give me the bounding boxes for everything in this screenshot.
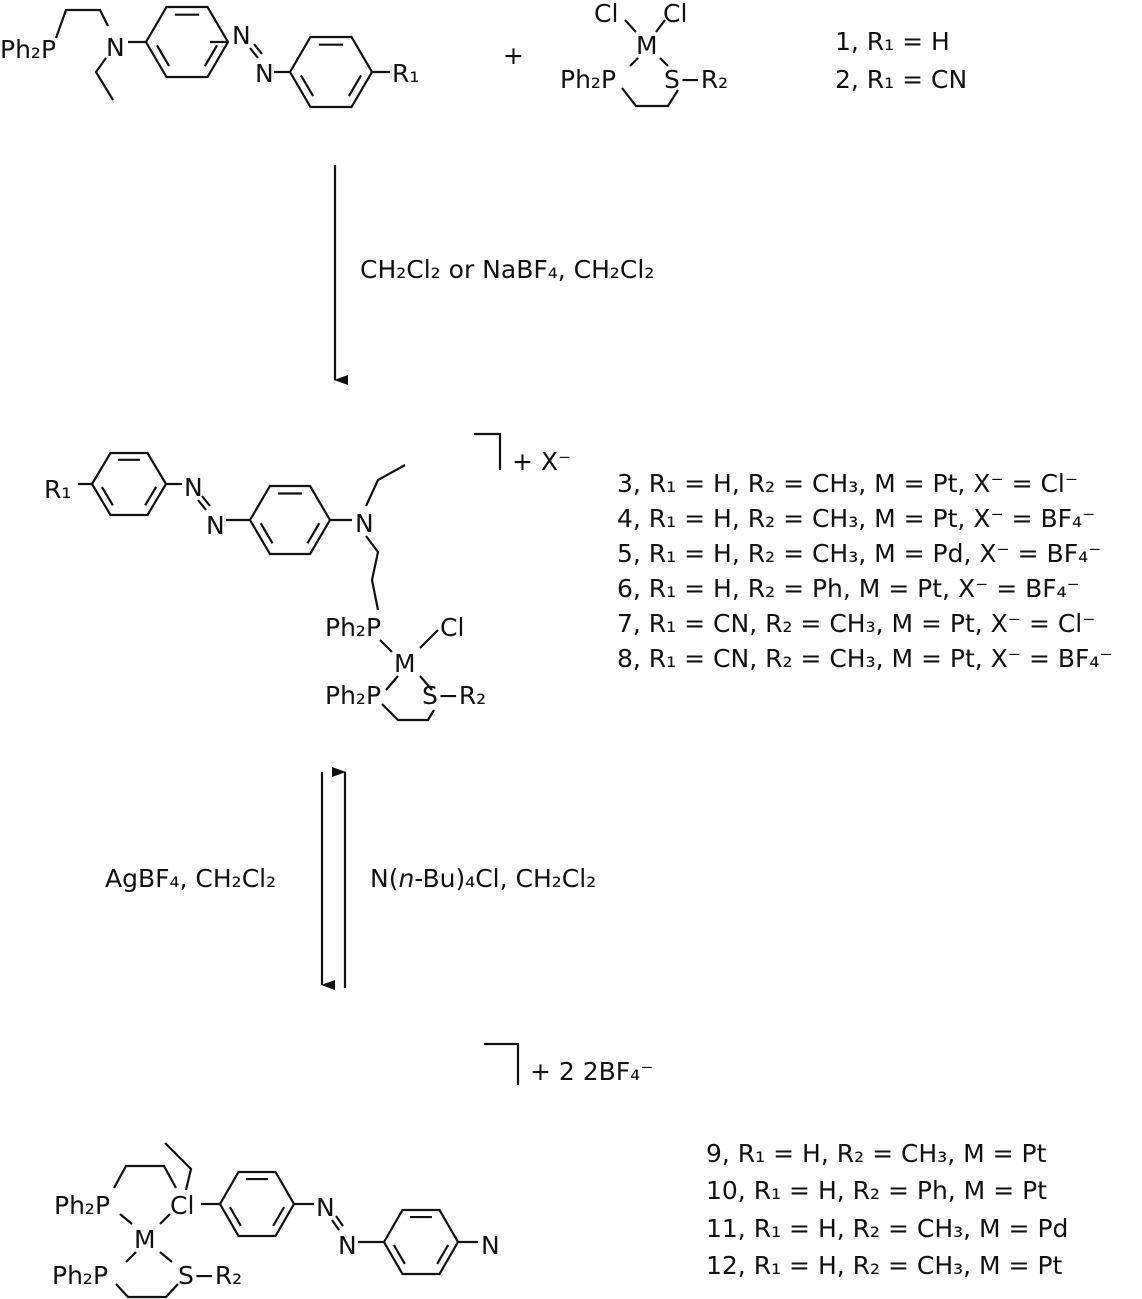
cl-left-label: Cl <box>594 0 618 28</box>
ph2p-top-label: Ph₂P <box>325 613 381 642</box>
starting-compound-list: 1, R₁ = H 2, R₁ = CN <box>835 27 967 94</box>
double-bond <box>436 1244 450 1265</box>
ph2p-bottom-label: Ph₂P <box>325 681 381 710</box>
double-bond <box>144 486 158 506</box>
reverse-conditions: N(n-Bu)₄Cl, CH₂Cl₂ <box>370 864 596 893</box>
benzene-ring <box>144 5 230 79</box>
cl-label: Cl <box>440 613 464 642</box>
amine-n-label: N <box>355 509 374 538</box>
r1-label: R₁ <box>44 475 71 504</box>
double-bond <box>347 74 363 97</box>
double-bond <box>100 486 114 506</box>
benzene-ring <box>288 35 374 109</box>
counterion-label: + X⁻ <box>512 447 571 476</box>
metal-label: M <box>394 649 416 678</box>
azo-n1-label: N <box>232 21 251 50</box>
cl-right-label: Cl <box>663 0 687 28</box>
reactant-metal-complex: Cl Cl M Ph₂P S−R₂ <box>560 0 728 108</box>
r1-label: R₁ <box>392 59 419 88</box>
compound-5-label: 5, R₁ = H, R₂ = CH₃, M = Pd, X⁻ = BF₄⁻ <box>617 539 1101 568</box>
compound-3-label: 3, R₁ = H, R₂ = CH₃, M = Pt, X⁻ = Cl⁻ <box>617 469 1078 498</box>
double-bond <box>272 1206 286 1227</box>
double-bond <box>259 522 274 544</box>
forward-conditions: AgBF₄, CH₂Cl₂ <box>105 864 276 893</box>
compound-8-label: 8, R₁ = CN, R₂ = CH₃, M = Pt, X⁻ = BF₄⁻ <box>617 644 1113 673</box>
plus-sign: + <box>503 41 524 70</box>
compound-9-label: 9, R₁ = H, R₂ = CH₃, M = Pt <box>706 1139 1047 1168</box>
double-bond <box>155 44 171 67</box>
s-r2-label: S−R₂ <box>664 65 728 94</box>
s-r2-label: S−R₂ <box>178 1261 242 1290</box>
charge-bracket <box>474 432 502 470</box>
benzene-ring <box>218 1170 296 1238</box>
compound-11-label: 11, R₁ = H, R₂ = CH₃, M = Pd <box>706 1214 1068 1243</box>
azo-n2-label: N <box>255 59 274 88</box>
double-bond <box>392 1244 406 1265</box>
ph2p-label: Ph₂P <box>560 65 616 94</box>
metal-label: M <box>134 1225 156 1254</box>
reverse-conditions-italic: n <box>398 864 414 893</box>
compound-10-label: 10, R₁ = H, R₂ = Ph, M = Pt <box>706 1176 1047 1205</box>
azo-n2-label: N <box>338 1231 357 1260</box>
charge-bracket <box>484 1042 520 1085</box>
double-bond <box>299 74 315 97</box>
reactant-ligand: Ph₂P N N N R₁ <box>0 8 419 101</box>
product2-compound-list: 9, R₁ = H, R₂ = CH₃, M = Pt 10, R₁ = H, … <box>706 1139 1068 1280</box>
benzene-ring <box>90 451 168 517</box>
double-bond <box>203 44 219 67</box>
compound-4-label: 4, R₁ = H, R₂ = CH₃, M = Pt, X⁻ = BF₄⁻ <box>617 504 1095 533</box>
azo-n1-label: N <box>184 473 203 502</box>
s-r2-label: S−R₂ <box>422 681 486 710</box>
azo-n2-label: N <box>206 511 225 540</box>
reverse-conditions-suffix: -Bu)₄Cl, CH₂Cl₂ <box>414 864 596 893</box>
ph2p-top-label: Ph₂P <box>54 1191 110 1220</box>
product-complex-2: + 2 2BF₄⁻ Ph₂P Cl M Ph₂P S−R₂ N N N <box>52 1042 653 1299</box>
counterion-label: + 2 2BF₄⁻ <box>530 1057 653 1086</box>
product-complex-1: R₁ N N N Ph₂P Cl M Ph₂P S−R₂ + X⁻ <box>44 432 571 722</box>
amine-n-label: N <box>106 33 125 62</box>
double-bond <box>306 522 321 544</box>
benzene-ring <box>382 1208 460 1276</box>
compound-12-label: 12, R₁ = H, R₂ = CH₃, M = Pt <box>706 1251 1063 1280</box>
metal-label: M <box>636 31 658 60</box>
step1-conditions: CH₂Cl₂ or NaBF₄, CH₂Cl₂ <box>360 255 654 284</box>
benzene-ring <box>248 484 332 556</box>
ph2p-bottom-label: Ph₂P <box>52 1261 108 1290</box>
compound-1-label: 1, R₁ = H <box>835 27 950 56</box>
ph2p-label: Ph₂P <box>0 35 56 64</box>
azo-n1-label: N <box>316 1193 335 1222</box>
reverse-conditions-prefix: N( <box>370 864 398 893</box>
product1-compound-list: 3, R₁ = H, R₂ = CH₃, M = Pt, X⁻ = Cl⁻ 4,… <box>617 469 1113 673</box>
double-bond <box>228 1206 242 1227</box>
compound-2-label: 2, R₁ = CN <box>835 65 967 94</box>
compound-6-label: 6, R₁ = H, R₂ = Ph, M = Pt, X⁻ = BF₄⁻ <box>617 574 1080 603</box>
cl-label: Cl <box>170 1191 194 1220</box>
benzene-rings <box>90 5 460 1276</box>
terminal-n-label: N <box>481 1231 500 1260</box>
compound-7-label: 7, R₁ = CN, R₂ = CH₃, M = Pt, X⁻ = Cl⁻ <box>617 609 1095 638</box>
